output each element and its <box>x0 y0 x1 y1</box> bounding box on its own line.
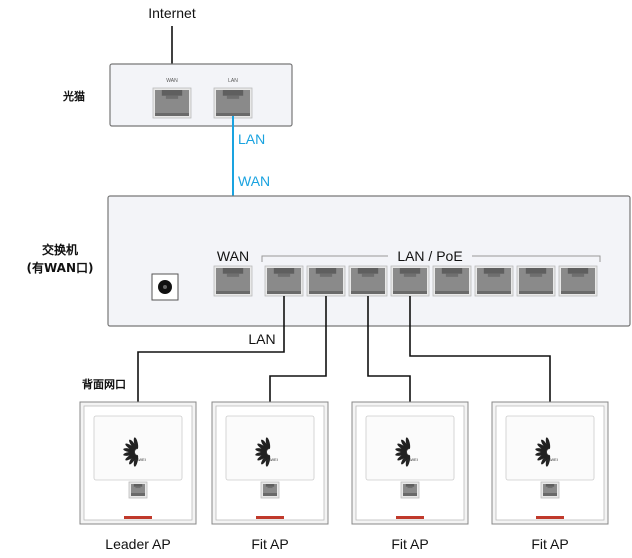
cable-to-leader-ap <box>137 296 285 402</box>
power-socket-pin <box>163 285 167 289</box>
ap-status-led <box>536 516 564 519</box>
cable-to-fit-ap-1 <box>269 296 327 402</box>
cable-to-fit-ap-2 <box>367 296 411 402</box>
switch-port-lan-1 <box>264 265 304 297</box>
switch-port-lan-6 <box>474 265 514 297</box>
ap-port-1 <box>128 481 148 499</box>
ap-port-4 <box>540 481 560 499</box>
ap-label: Fit AP <box>531 536 568 552</box>
modem-port-lan <box>213 87 253 119</box>
switch-box <box>107 195 631 327</box>
ap-status-led <box>396 516 424 519</box>
ap-brand-text: HUAWEI <box>130 457 146 462</box>
modem-port-wan <box>152 87 192 119</box>
uplink-label-lan: LAN <box>238 131 265 147</box>
downlink-label: LAN <box>248 331 275 347</box>
rear-port-label: 背面网口 <box>82 377 126 391</box>
lan-group-bracket <box>261 255 601 262</box>
ap-label: Leader AP <box>105 536 170 552</box>
downlink-cables <box>137 296 551 402</box>
switch-port-lan-2 <box>306 265 346 297</box>
internet-label: Internet <box>148 5 196 21</box>
switch-port-wan <box>213 265 253 297</box>
modem-port-label-lan: LAN <box>228 78 238 84</box>
switch-port-lan-4 <box>390 265 430 297</box>
switch-port-lan-8 <box>558 265 598 297</box>
ap-brand-text: HUAWEI <box>402 457 418 462</box>
huawei-logo-icon <box>255 437 271 467</box>
ap-device-2: HUAWEI Fit AP <box>211 401 329 552</box>
uplink-label-wan: WAN <box>238 173 270 189</box>
switch-port-lan-5 <box>432 265 472 297</box>
cable-to-fit-ap-3 <box>409 296 551 402</box>
ap-device-3: HUAWEI Fit AP <box>351 401 469 552</box>
ap-port-3 <box>400 481 420 499</box>
huawei-logo-icon <box>395 437 411 467</box>
ap-status-led <box>256 516 284 519</box>
ap-label: Fit AP <box>391 536 428 552</box>
switch-port-lan-7 <box>516 265 556 297</box>
modem-ports <box>152 87 253 119</box>
ap-status-led <box>124 516 152 519</box>
ap-brand-text: HUAWEI <box>262 457 278 462</box>
modem-port-label-wan: WAN <box>166 78 178 84</box>
huawei-logo-icon <box>535 437 551 467</box>
modem-box <box>109 63 293 127</box>
ap-device-1: HUAWEI Leader AP <box>79 401 197 552</box>
ap-port-2 <box>260 481 280 499</box>
ap-device-4: HUAWEI Fit AP <box>491 401 609 552</box>
switch-wan-label: WAN <box>217 248 249 264</box>
huawei-logo-icon <box>123 437 139 467</box>
modem-label: 光猫 <box>62 89 85 103</box>
switch-label-line1: 交换机 <box>42 242 78 257</box>
switch-port-lan-3 <box>348 265 388 297</box>
switch-label-line2: (有WAN口) <box>27 260 94 275</box>
ap-label: Fit AP <box>251 536 288 552</box>
ap-brand-text: HUAWEI <box>542 457 558 462</box>
switch-ports <box>213 265 598 297</box>
switch-lan-group-label: LAN / PoE <box>397 248 462 264</box>
